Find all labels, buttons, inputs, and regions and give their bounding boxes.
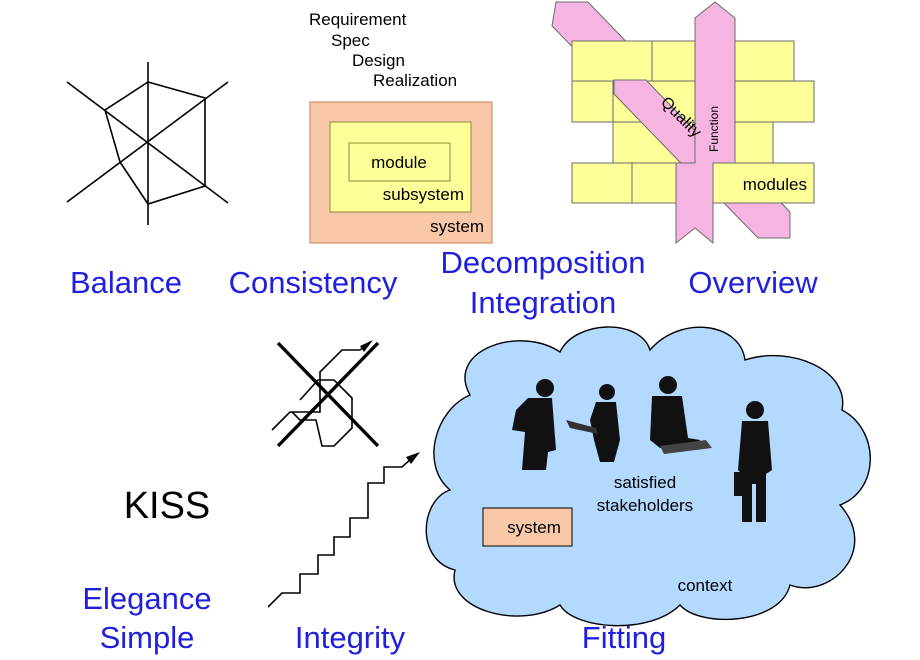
briefcase	[734, 472, 748, 496]
module-label: module	[371, 153, 427, 172]
concept-decomposition: Decomposition	[440, 245, 645, 280]
stair-requirement: Requirement	[309, 10, 407, 29]
concept-overview: Overview	[688, 265, 818, 300]
brick-wall-figure: Quality Function modules	[551, 1, 815, 245]
concept-integration: Integration	[470, 285, 617, 320]
arrow-head	[360, 340, 373, 352]
stair-realization: Realization	[373, 71, 457, 90]
development-stairs: Requirement Spec Design Realization	[309, 10, 457, 90]
cross-stroke	[276, 341, 380, 448]
brick	[571, 162, 633, 204]
stair-design: Design	[352, 51, 405, 70]
arrow-head	[406, 452, 420, 464]
stakeholder-figure	[734, 401, 772, 522]
stakeholder-figure	[650, 376, 712, 454]
context-system-label: system	[507, 518, 561, 537]
concept-fitting: Fitting	[582, 620, 666, 655]
modules-brick	[712, 162, 815, 204]
system-label: system	[430, 217, 484, 236]
brick	[571, 80, 614, 123]
function-label: Function	[707, 106, 721, 152]
nested-system-boxes: module subsystem system	[309, 101, 493, 244]
context-cloud: satisfied stakeholders system context	[425, 326, 871, 627]
context-label: context	[678, 576, 733, 595]
concept-integrity: Integrity	[295, 620, 406, 655]
subsystem-label: subsystem	[383, 185, 464, 204]
stair-spec: Spec	[331, 31, 370, 50]
module-box	[348, 142, 451, 182]
satisfied-label: satisfied	[614, 473, 676, 492]
concept-simple: Simple	[100, 620, 195, 655]
concept-consistency: Consistency	[229, 265, 398, 300]
function-ribbon	[675, 1, 736, 245]
kiss-label: KISS	[124, 485, 211, 527]
concept-elegance: Elegance	[82, 581, 211, 616]
tangled-path-crossed-figure	[271, 340, 380, 448]
concept-balance: Balance	[70, 265, 182, 300]
stakeholder-figure	[512, 379, 556, 470]
stakeholders-label: stakeholders	[597, 496, 693, 515]
context-system-box	[482, 507, 573, 547]
stakeholder-figure	[566, 384, 620, 462]
brick	[732, 80, 815, 123]
integrity-stair-arrow	[267, 452, 420, 608]
brick	[571, 40, 653, 82]
balance-radar-figure	[66, 62, 229, 225]
modules-label: modules	[743, 175, 807, 194]
stakeholders-group	[512, 376, 772, 522]
